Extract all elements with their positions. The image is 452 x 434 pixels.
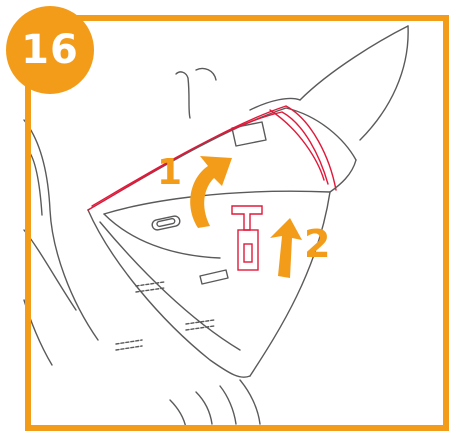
product-line-drawing (24, 26, 408, 428)
rotate-up-arrow-icon (190, 156, 232, 228)
frame-border (28, 18, 446, 428)
harness-clip (232, 206, 262, 270)
step-badge-circle (6, 6, 94, 94)
callout-number-1: 1 (157, 152, 182, 193)
straight-up-arrow-icon (270, 218, 302, 278)
callout-number-2: 2 (304, 222, 330, 266)
